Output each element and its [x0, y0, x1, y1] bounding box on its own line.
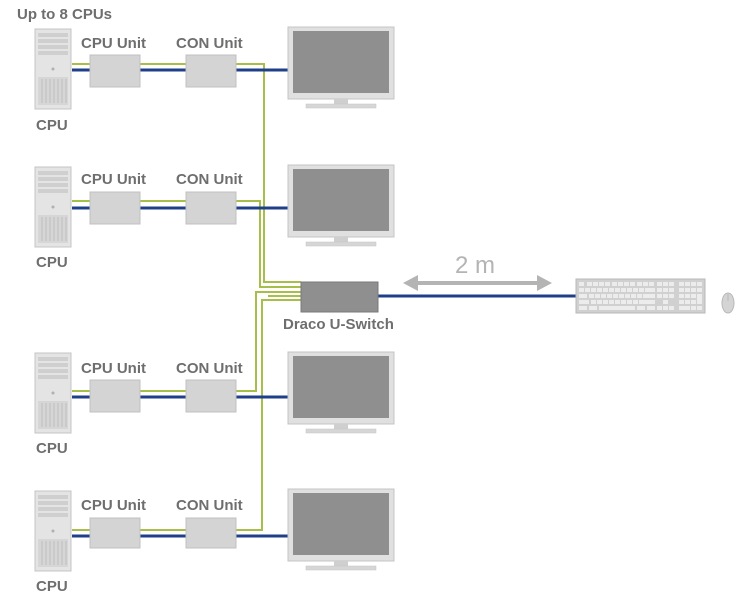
row-1: CPU CPU Unit CON Unit — [34, 26, 395, 134]
con-unit-box — [185, 54, 237, 88]
switch-box — [300, 281, 379, 313]
green-cable-row-4-to-switch — [236, 299, 301, 531]
green-cable-row-3-to-switch — [236, 291, 301, 392]
cpu-tower-icon — [34, 28, 72, 110]
distance-arrow-right-head — [537, 275, 552, 291]
cpu-tower-icon — [34, 166, 72, 248]
distance-arrow: 2 m — [403, 252, 552, 291]
con-unit-label: CON Unit — [176, 360, 243, 377]
cpu-label: CPU — [36, 117, 68, 134]
green-cable-group — [72, 63, 301, 531]
monitor-icon — [287, 164, 395, 247]
diagram-title: Up to 8 CPUs — [17, 6, 112, 23]
row-3: CPU CPU Unit CON Unit — [34, 351, 395, 457]
row-2: CPU CPU Unit CON Unit — [34, 164, 395, 271]
con-unit-box — [185, 191, 237, 225]
cpu-unit-box — [89, 191, 141, 225]
cpu-unit-box — [89, 379, 141, 413]
draco-u-switch: Draco U-Switch — [283, 281, 394, 333]
cpu-tower-icon — [34, 352, 72, 434]
cpu-unit-box — [89, 517, 141, 549]
green-cable-row-1-to-switch — [236, 63, 301, 283]
cpu-unit-label: CPU Unit — [81, 35, 146, 52]
cpu-unit-label: CPU Unit — [81, 360, 146, 377]
mouse-icon — [721, 292, 735, 314]
con-unit-box — [185, 379, 237, 413]
con-unit-label: CON Unit — [176, 497, 243, 514]
cpu-label: CPU — [36, 578, 68, 595]
blue-cable-group — [72, 68, 577, 538]
monitor-icon — [287, 351, 395, 434]
cpu-unit-box — [89, 54, 141, 88]
monitor-icon — [287, 26, 395, 109]
cpu-tower-icon — [34, 490, 72, 572]
cpu-unit-label: CPU Unit — [81, 171, 146, 188]
keyboard-icon — [575, 278, 706, 314]
con-unit-label: CON Unit — [176, 171, 243, 188]
cpu-label: CPU — [36, 440, 68, 457]
green-cable-row-2-to-switch — [236, 200, 301, 288]
monitor-icon — [287, 488, 395, 571]
con-unit-label: CON Unit — [176, 35, 243, 52]
cpu-label: CPU — [36, 254, 68, 271]
distance-label: 2 m — [455, 252, 495, 279]
switch-label: Draco U-Switch — [283, 316, 394, 333]
row-4: CPU CPU Unit CON Unit — [34, 488, 395, 595]
con-unit-box — [185, 517, 237, 549]
distance-arrow-left-head — [403, 275, 418, 291]
cpu-unit-label: CPU Unit — [81, 497, 146, 514]
